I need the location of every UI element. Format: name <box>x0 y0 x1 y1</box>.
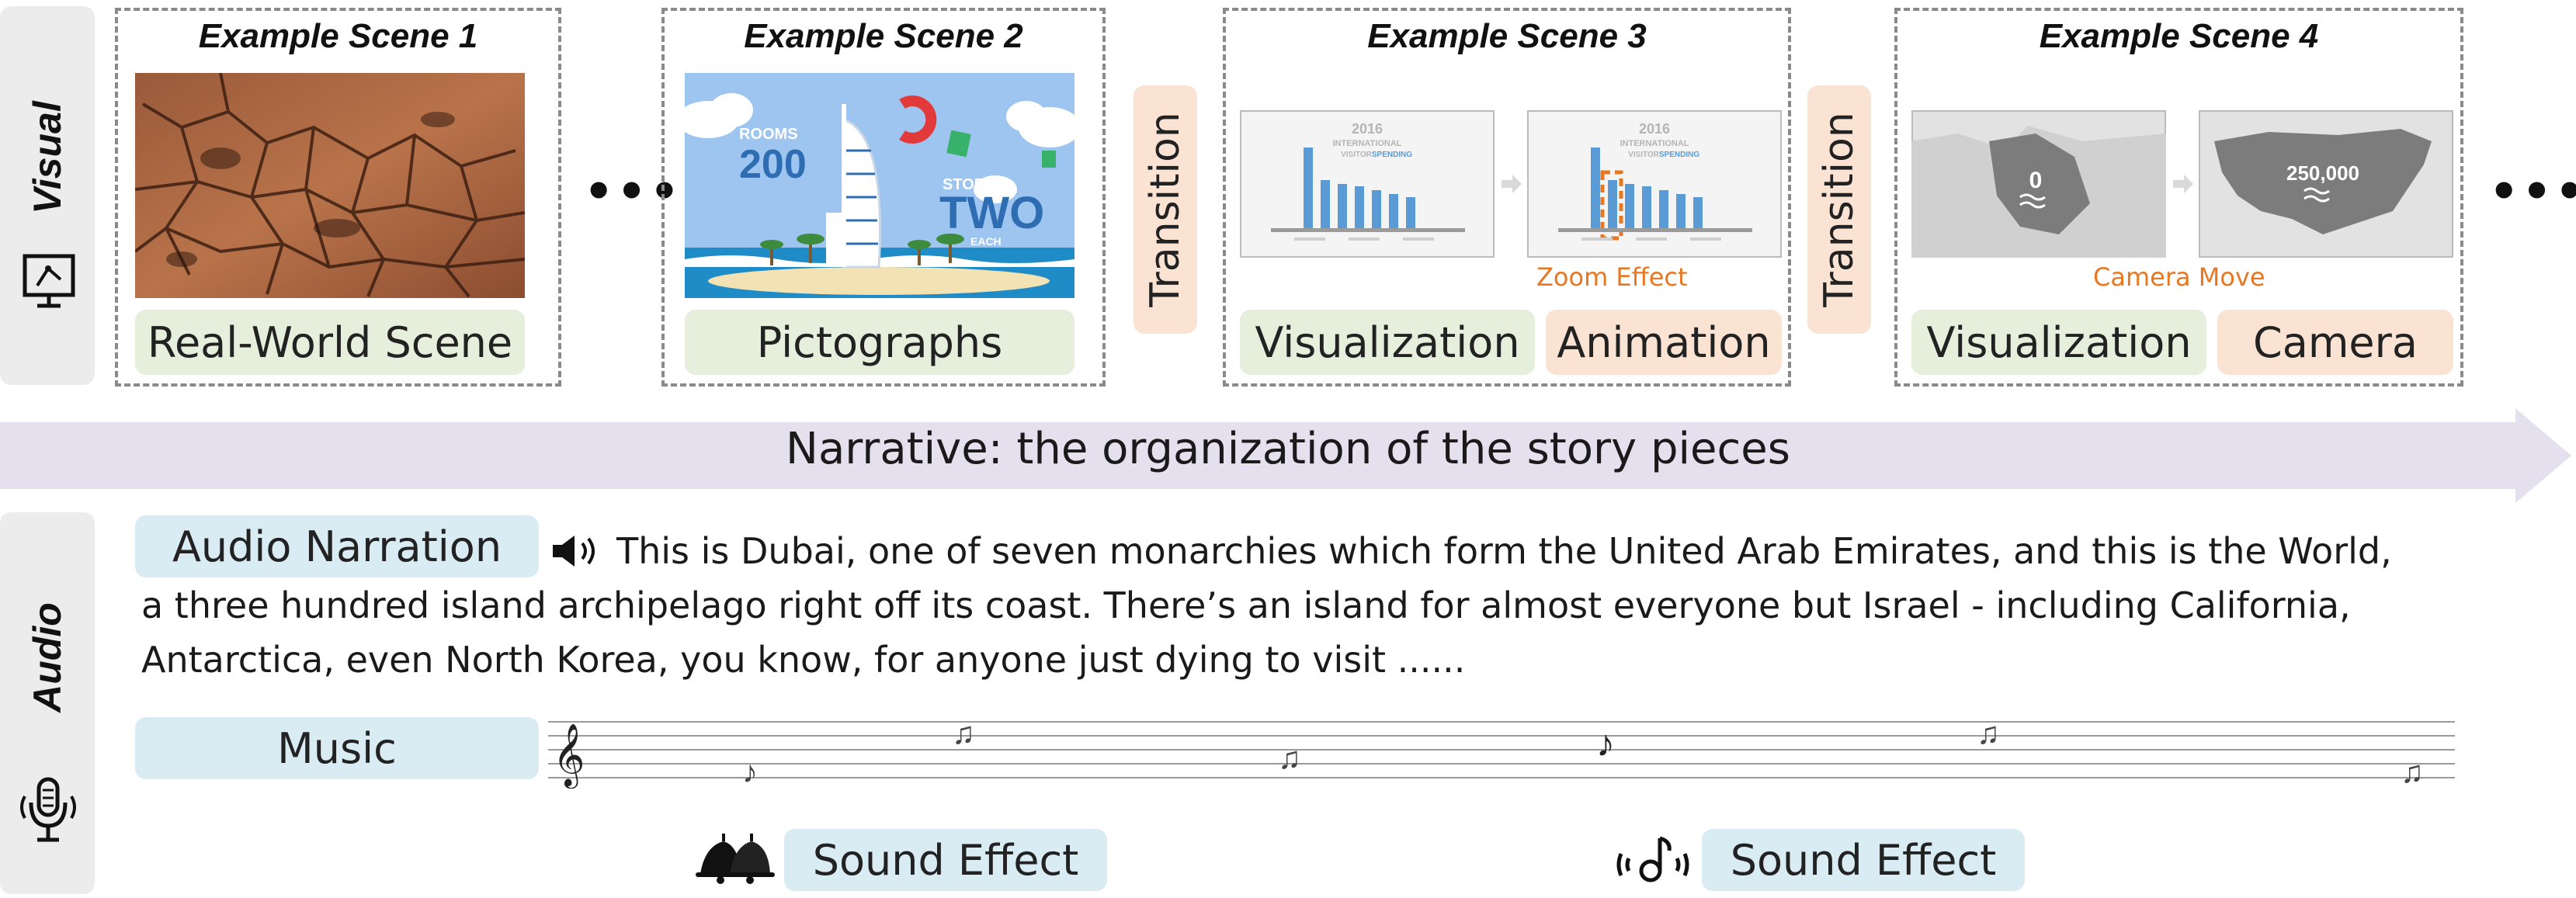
tag-sound-effect-1: Sound Effect <box>784 829 1107 891</box>
each-label: EACH <box>970 235 1002 248</box>
chart-line1: INTERNATIONAL <box>1620 139 1689 148</box>
music-note-icon: ♪ <box>1596 723 1615 765</box>
rooms-label: ROOMS <box>739 126 798 143</box>
pictograph-image: ROOMS 200 STORIES TWO EACH <box>685 73 1074 298</box>
audio-panel: Audio <box>0 512 95 894</box>
zoom-effect-caption: Zoom Effect <box>1536 262 1688 292</box>
scene-title: Example Scene 4 <box>2039 17 2319 55</box>
music-note-icon: ♫ <box>2401 755 2424 789</box>
stories-label: STORIES <box>943 176 1010 193</box>
tag-visualization: Visualization <box>1240 310 1535 375</box>
arrow-right-icon <box>2173 175 2193 193</box>
map-thumbnail-after: 250,000 <box>2199 110 2453 258</box>
chart-line2b: SPENDING <box>1372 151 1412 159</box>
microphone-icon <box>20 777 76 842</box>
tag-music: Music <box>135 717 539 779</box>
transition-tag-2: Transition <box>1807 85 1871 334</box>
music-note-icon: ♫ <box>952 716 975 751</box>
chart-line2a: VISITOR <box>1628 151 1660 159</box>
tag-camera: Camera <box>2217 310 2453 375</box>
transition-label: Transition <box>1816 112 1863 307</box>
narration-line-2: a three hundred island archipelago right… <box>141 584 2351 626</box>
tag-sound-effect-2: Sound Effect <box>1702 829 2025 891</box>
map-value-before: 0 <box>2029 168 2043 193</box>
map-value-after: 250,000 <box>2286 161 2359 185</box>
visual-label: Visual <box>26 101 69 214</box>
camera-move-caption: Camera Move <box>2093 262 2265 292</box>
bar-chart-thumbnail-zoomed: 2016 INTERNATIONAL VISITOR SPENDING <box>1527 110 1782 258</box>
music-note-icon: ♪ <box>742 755 758 789</box>
real-world-scene-image <box>135 73 525 298</box>
music-staff: 𝄞 ♪ ♫ ♫ ♪ ♫ ♫ <box>548 716 2455 789</box>
music-note-icon: ♫ <box>1278 741 1301 775</box>
speaker-icon <box>553 536 595 567</box>
narrative-arrow <box>0 408 2571 503</box>
transition-tag-1: Transition <box>1134 85 1197 334</box>
transition-label: Transition <box>1142 112 1189 307</box>
tag-audio-narration: Audio Narration <box>135 515 539 577</box>
stories-value: TWO <box>939 188 1044 238</box>
chart-line2b: SPENDING <box>1659 151 1699 159</box>
chart-line1: INTERNATIONAL <box>1332 139 1401 148</box>
chart-year: 2016 <box>1639 121 1670 137</box>
scene-4-box: Example Scene 4 0 250,000 Camera Move Vi… <box>1894 8 2463 387</box>
scene-2-box: Example Scene 2 ROOMS 200 STORIES TWO E <box>661 8 1106 387</box>
audio-label: Audio <box>26 602 69 713</box>
map-thumbnail-before: 0 <box>1911 110 2166 258</box>
visual-screen-icon <box>23 254 75 308</box>
bells-icon <box>696 834 775 884</box>
visual-panel: Visual <box>0 6 95 385</box>
scene-1-box: Example Scene 1 Re <box>115 8 561 387</box>
treble-clef-icon: 𝄞 <box>553 724 585 789</box>
tag-pictographs: Pictographs <box>685 310 1074 375</box>
scene-title: Example Scene 2 <box>744 17 1023 55</box>
sound-note-icon <box>1616 836 1689 882</box>
narration-line-3: Antarctica, even North Korea, you know, … <box>141 639 1466 681</box>
chart-line2a: VISITOR <box>1341 151 1373 159</box>
chart-year: 2016 <box>1352 121 1383 137</box>
music-note-icon: ♫ <box>1977 716 2000 751</box>
tag-real-world-scene: Real-World Scene <box>135 310 525 375</box>
ellipsis-2: ••• <box>2489 165 2576 219</box>
tag-visualization: Visualization <box>1911 310 2206 375</box>
narration-line-1: This is Dubai, one of seven monarchies w… <box>616 530 2392 572</box>
arrow-right-icon <box>1502 175 1522 193</box>
tag-animation: Animation <box>1546 310 1782 375</box>
narrative-text: Narrative: the organization of the story… <box>786 424 1790 474</box>
scene-title: Example Scene 3 <box>1367 17 1647 55</box>
scene-3-box: Example Scene 3 2016 INTERNATIONAL VISIT… <box>1223 8 1791 387</box>
bar-chart-thumbnail-before: 2016 INTERNATIONAL VISITOR SPENDING <box>1240 110 1495 258</box>
rooms-value: 200 <box>739 142 807 187</box>
scene-title: Example Scene 1 <box>198 17 478 55</box>
